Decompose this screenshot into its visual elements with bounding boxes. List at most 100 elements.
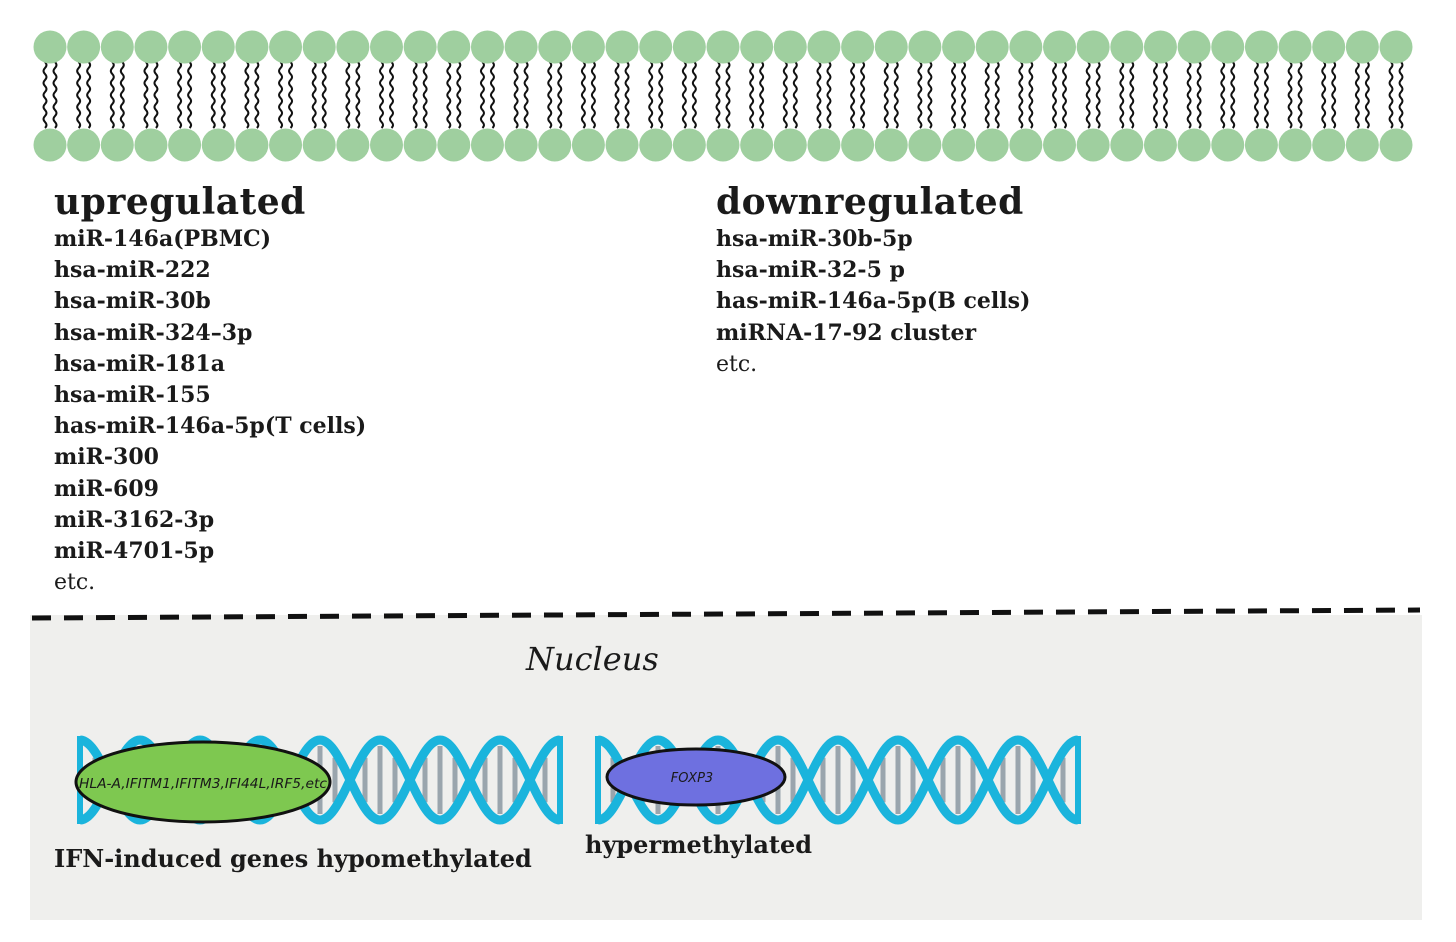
dna-helices: HLA-A,IFITM1,IFITM3,IFI44L,IRF5,etc FOXP… xyxy=(74,735,1081,825)
lipid-tail xyxy=(1186,61,1192,129)
lipid-tail xyxy=(691,61,697,129)
lipid-head xyxy=(942,30,976,64)
lipid-head xyxy=(874,30,908,64)
lipid-head xyxy=(1312,128,1346,162)
upregulated-item: miR-609 xyxy=(54,475,159,502)
lipid-tail xyxy=(1119,61,1125,129)
hypomethylated-genes-ellipse xyxy=(74,740,332,824)
lipid-tail xyxy=(210,61,216,129)
lipid-head xyxy=(1043,30,1076,64)
lipid-head xyxy=(302,30,336,64)
lipid-head xyxy=(1110,128,1144,162)
upregulated-list: upregulated miR-146a(PBMC) hsa-miR-222 h… xyxy=(54,182,366,598)
lipid-head xyxy=(975,30,1009,64)
downregulated-items: hsa-miR-30b-5p hsa-miR-32-5 p has-miR-14… xyxy=(716,224,1030,380)
foxp3-ellipse xyxy=(605,747,787,807)
lipid-tail xyxy=(816,61,822,129)
lipid-tail xyxy=(52,61,58,129)
lipid-tail xyxy=(1018,61,1024,129)
lipid-tail xyxy=(119,61,125,129)
downregulated-item: has-miR-146a-5p(B cells) xyxy=(716,288,1031,315)
lipid-head xyxy=(1009,30,1043,64)
lipid-head xyxy=(1211,128,1245,162)
lipid-tail xyxy=(1263,61,1269,129)
upregulated-item: hsa-miR-324–3p xyxy=(54,319,253,346)
lipid-head xyxy=(33,30,67,64)
downregulated-etc: etc. xyxy=(716,351,758,377)
lipid-head xyxy=(370,30,403,64)
lipid-head xyxy=(33,128,67,162)
upregulated-items: miR-146a(PBMC) hsa-miR-222 hsa-miR-30b h… xyxy=(54,224,366,598)
lipid-tail xyxy=(143,61,149,129)
lipid-head xyxy=(740,30,774,64)
lipid-tail xyxy=(951,61,957,129)
lipid-head xyxy=(807,30,841,64)
lipid-tail xyxy=(580,61,586,129)
lipid-tail xyxy=(1129,61,1135,129)
lipid-head xyxy=(504,128,538,162)
lipid-head xyxy=(706,128,740,162)
lipid-tail xyxy=(153,61,159,129)
lipid-head xyxy=(908,128,942,162)
lipid-head xyxy=(403,128,437,162)
nuclear-envelope-dashed-line xyxy=(31,607,1421,621)
lipid-head xyxy=(470,128,504,162)
lipid-tail xyxy=(1162,61,1168,129)
lipid-tail xyxy=(187,61,193,129)
lipid-head xyxy=(1043,128,1076,162)
lipid-tail xyxy=(624,61,630,129)
lipid-tail xyxy=(1152,61,1158,129)
lipid-head xyxy=(1312,30,1346,64)
lipid-head xyxy=(504,30,538,64)
lipid-tail xyxy=(1196,61,1202,129)
lipid-head xyxy=(201,30,235,64)
lipid-head xyxy=(1345,30,1379,64)
lipid-head xyxy=(874,128,908,162)
lipid-head xyxy=(470,30,504,64)
lipid-tail xyxy=(489,61,495,129)
lipid-head xyxy=(100,30,134,64)
lipid-heads-top xyxy=(33,30,1413,64)
lipid-tail xyxy=(1220,61,1226,129)
upregulated-etc: etc. xyxy=(54,570,96,596)
lipid-tail xyxy=(109,61,115,129)
lipid-tail xyxy=(1052,61,1057,129)
upregulated-heading: upregulated xyxy=(54,181,306,223)
lipid-tail xyxy=(177,61,183,129)
lipid-head xyxy=(841,128,875,162)
lipid-tail xyxy=(984,61,990,129)
lipid-tail xyxy=(412,61,418,129)
upregulated-item: hsa-miR-155 xyxy=(54,382,211,409)
lipid-tail xyxy=(927,61,933,129)
lipid-tail xyxy=(1230,61,1236,129)
upregulated-item: miR-146a(PBMC) xyxy=(54,226,272,252)
lipid-tail xyxy=(658,61,664,129)
lipid-head xyxy=(538,128,572,162)
lipid-tail xyxy=(1062,61,1067,129)
upregulated-item: hsa-miR-30b xyxy=(54,288,211,315)
lipid-head xyxy=(134,30,168,64)
lipid-tail xyxy=(513,61,519,129)
lipid-tail xyxy=(76,61,82,129)
lipid-tail xyxy=(345,61,351,129)
lipid-tail xyxy=(321,61,327,129)
foxp3-text: FOXP3 xyxy=(671,771,713,786)
lipid-tail xyxy=(1095,61,1101,129)
lipid-tail xyxy=(254,61,260,129)
lipid-head xyxy=(740,128,774,162)
lipid-head xyxy=(302,128,336,162)
lipid-tail xyxy=(278,61,284,129)
lipid-head xyxy=(538,30,572,64)
lipid-tail xyxy=(1287,61,1293,129)
lipid-tail xyxy=(1253,61,1259,129)
lipid-tail xyxy=(311,61,317,129)
lipid-tail xyxy=(1398,61,1404,129)
lipid-head xyxy=(1143,128,1177,162)
lipid-head xyxy=(1244,128,1278,162)
lipid-head xyxy=(672,30,706,64)
upregulated-item: miR-4701-5p xyxy=(54,538,215,565)
cell-membrane xyxy=(33,30,1413,162)
lipid-head xyxy=(1345,128,1379,162)
lipid-head xyxy=(168,128,202,162)
